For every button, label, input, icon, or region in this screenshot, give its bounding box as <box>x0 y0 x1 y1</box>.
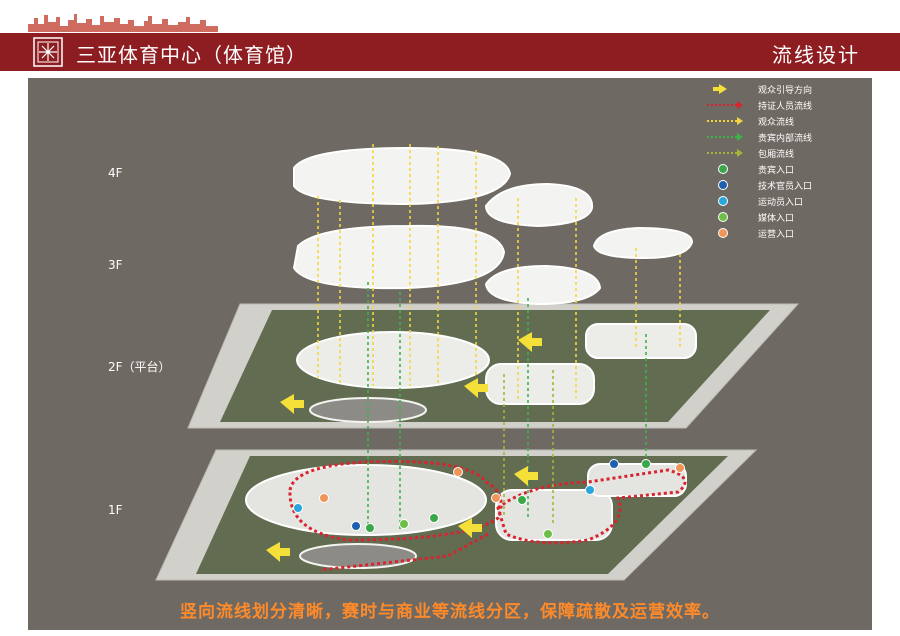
yellow-dotted-arrow-icon <box>707 117 743 125</box>
arena-4f <box>293 146 512 206</box>
entrance-dots <box>293 459 685 539</box>
green-dot-icon <box>718 164 728 174</box>
red-dotted-arrow-icon <box>707 101 743 109</box>
legend-label: 运动员入口 <box>758 198 804 208</box>
floor-label-2f: 2F（平台） <box>108 360 171 374</box>
legend-item: 贵宾内部流线 <box>705 130 855 144</box>
legend-item: 贵宾入口 <box>705 162 855 176</box>
legend-label: 观众引导方向 <box>758 86 813 96</box>
legend-label: 观众流线 <box>758 118 795 128</box>
blue-dot-icon <box>718 180 728 190</box>
legend-item: 媒体入口 <box>705 210 855 224</box>
legend-label: 媒体入口 <box>758 214 795 224</box>
olive-dotted-arrow-icon <box>707 149 743 157</box>
section-title: 流线设计 <box>772 43 860 67</box>
floor-label-3f: 3F <box>108 258 123 272</box>
track-1f <box>299 543 417 569</box>
title-bar: 三亚体育中心（体育馆） 流线设计 <box>0 33 900 71</box>
legend-label: 技术官员入口 <box>758 182 813 192</box>
floor-label-4f: 4F <box>108 166 123 180</box>
annex-3f <box>592 226 694 260</box>
page-title: 三亚体育中心（体育馆） <box>76 43 307 67</box>
logo-icon <box>33 37 63 67</box>
training-3f <box>484 264 602 306</box>
green-dotted-arrow-icon <box>707 133 743 141</box>
legend-item: 包厢流线 <box>705 146 855 160</box>
orange-dot-icon <box>718 228 728 238</box>
lime-dot-icon <box>718 212 728 222</box>
arena-1f <box>245 464 487 536</box>
caption: 竖向流线划分清晰，赛时与商业等流线分区，保障疏散及运营效率。 <box>180 602 720 622</box>
cyan-dot-icon <box>718 196 728 206</box>
training-4f <box>484 182 594 228</box>
legend-label: 贵宾入口 <box>758 166 795 176</box>
legend-item: 观众流线 <box>705 114 855 128</box>
legend-item: 运动员入口 <box>705 194 855 208</box>
legend-label: 运营入口 <box>758 230 795 240</box>
legend-label: 贵宾内部流线 <box>758 134 813 144</box>
legend-label: 包厢流线 <box>758 150 795 160</box>
legend-item: 运营入口 <box>705 226 855 240</box>
training-hall-2f <box>485 363 595 405</box>
legend-item: 技术官员入口 <box>705 178 855 192</box>
arena-2f <box>296 331 490 389</box>
circulation-diagram <box>155 144 800 581</box>
skyline-graphic <box>28 14 218 32</box>
arena-3f <box>292 224 506 290</box>
guide-arrows <box>266 332 542 562</box>
legend-label: 持证人员流线 <box>758 102 813 112</box>
yellow-arrow-icon <box>713 84 727 94</box>
legend-item: 观众引导方向 <box>705 82 855 96</box>
legend-item: 持证人员流线 <box>705 98 855 112</box>
red-circulation-1f <box>288 459 687 572</box>
annex-2f <box>585 323 697 359</box>
diagram-panel: 4F 3F 2F（平台） 1F 观众引导方向 持证人员流线 观众流线 贵宾内部流… <box>28 78 872 630</box>
floor-label-1f: 1F <box>108 503 123 517</box>
